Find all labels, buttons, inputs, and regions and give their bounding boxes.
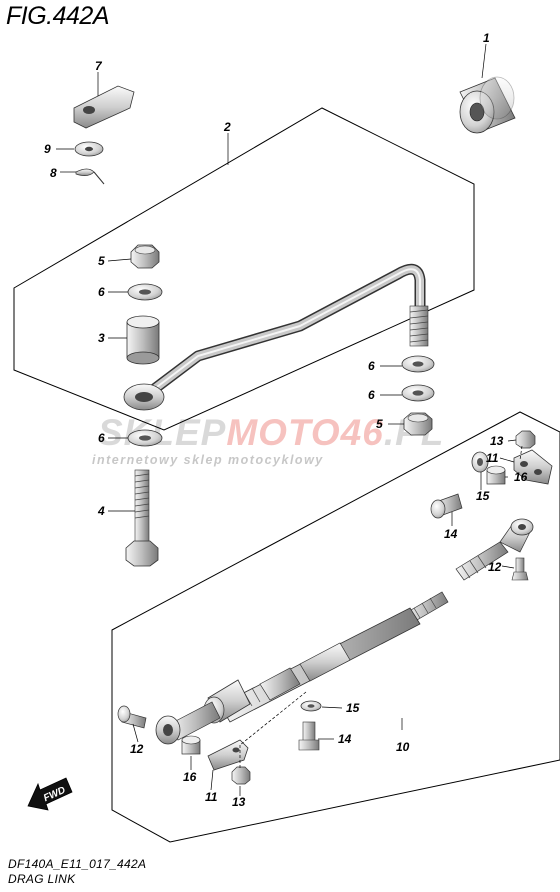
part-16-collar-right	[486, 465, 506, 485]
watermark-tagline: internetowy sklep motocyklowy	[92, 453, 324, 467]
callout-11-left: 11	[205, 790, 218, 804]
callout-7: 7	[95, 59, 103, 73]
part-12-bolt-left	[117, 705, 147, 729]
part-5-nut-lower	[403, 412, 433, 436]
callout-5-upper: 5	[98, 254, 105, 268]
group-box-10	[111, 411, 560, 843]
guide-lines	[239, 445, 523, 770]
figure-title: FIG.442A	[6, 2, 110, 30]
part-5-nut	[130, 244, 160, 269]
part-14-bolt-left	[298, 721, 320, 751]
callout-14-right: 14	[444, 527, 458, 541]
callout-12-right: 12	[488, 560, 502, 574]
callout-2: 2	[223, 120, 231, 134]
callout-5-lower: 5	[376, 417, 383, 431]
part-2-drag-link	[123, 263, 429, 411]
group-box-2	[13, 107, 475, 431]
callout-15-left: 15	[346, 701, 360, 715]
part-12-bolt-right	[511, 557, 529, 581]
part-16-collar-left	[181, 735, 201, 755]
callout-6-right-1: 6	[368, 359, 375, 373]
callout-16-left: 16	[183, 770, 197, 784]
part-10-tie-rod	[155, 518, 534, 745]
callout-3: 3	[98, 331, 105, 345]
callout-9: 9	[44, 142, 51, 156]
part-13-nut-right	[515, 430, 536, 449]
callout-11-right: 11	[486, 451, 499, 465]
callout-14-left: 14	[338, 732, 352, 746]
figure-name: DRAG LINK	[8, 872, 76, 886]
part-7-bracket	[73, 85, 135, 129]
callout-10: 10	[396, 740, 410, 754]
callout-4: 4	[97, 504, 105, 518]
part-1-bushing	[459, 76, 516, 134]
fwd-arrow-icon: FWD	[27, 777, 73, 811]
callout-16-right: 16	[514, 470, 528, 484]
part-3-collar	[126, 315, 160, 365]
watermark-part-red: MOTO46	[226, 412, 384, 453]
callout-6-lower: 6	[98, 431, 105, 445]
part-11-bracket-right	[513, 449, 553, 485]
callout-13-right: 13	[490, 434, 504, 448]
watermark-part-gray: SKLEP	[98, 412, 227, 453]
part-13-nut-left	[231, 766, 251, 785]
callout-13-left: 13	[232, 795, 246, 809]
leader-lines	[56, 43, 517, 796]
part-14-bolt-right	[430, 493, 463, 519]
callout-8: 8	[50, 166, 57, 180]
callout-6-right-2: 6	[368, 388, 375, 402]
callout-6-upper: 6	[98, 285, 105, 299]
part-4-bolt	[125, 469, 159, 567]
callout-1: 1	[483, 31, 490, 45]
part-8-pin	[75, 168, 105, 185]
callouts: 1 7 9 8 2 5 6 3 6 6 6 5 4 13 11 16 15 14…	[44, 31, 528, 809]
part-11-bracket-left	[207, 739, 249, 771]
callout-12-left: 12	[130, 742, 144, 756]
figure-code: DF140A_E11_017_442A	[8, 857, 147, 871]
callout-15-right: 15	[476, 489, 490, 503]
